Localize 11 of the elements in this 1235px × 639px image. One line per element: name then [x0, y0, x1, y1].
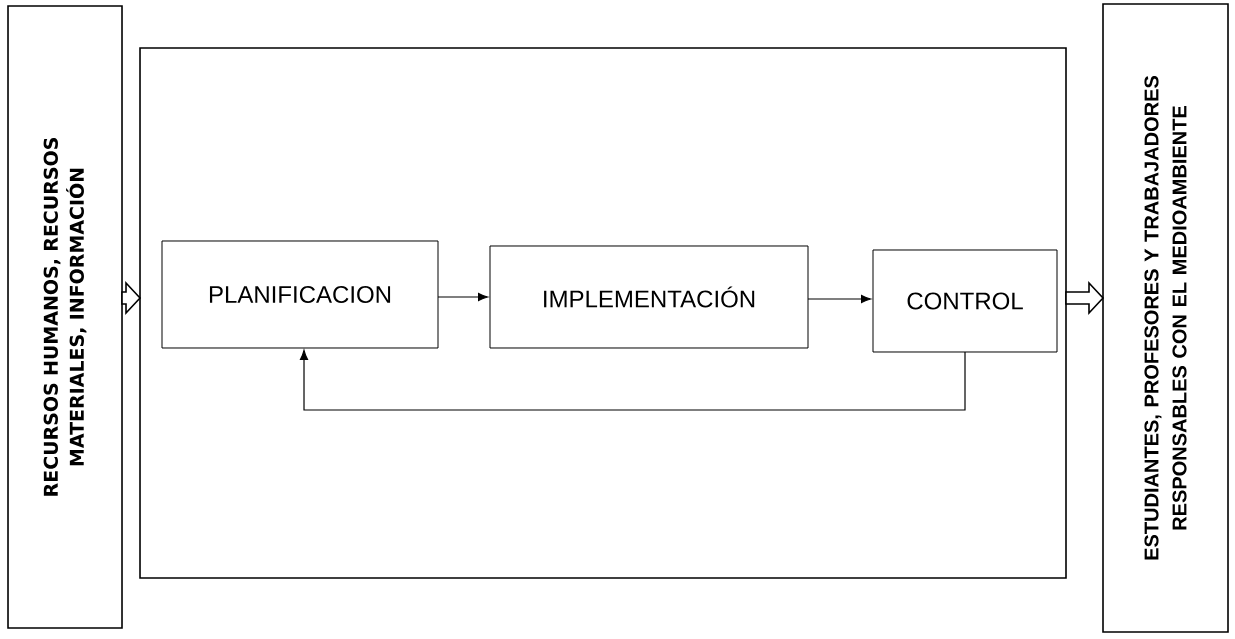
output-box: ESTUDIANTES, PROFESORES Y TRABAJADORES RESPONSABLES CON EL MEDIOAMBIENTE: [1102, 3, 1229, 633]
input-box: RECURSOS HUMANOS, RECURSOS MATERIALES, INFORMACIÓN: [7, 5, 123, 629]
arrow: [807, 294, 872, 304]
system-box: [139, 47, 1067, 579]
hollow-arrow: [1065, 280, 1105, 316]
process-box: CONTROL: [872, 249, 1058, 353]
hollow-arrow: [121, 280, 142, 316]
arrow: [437, 292, 489, 302]
arrow: [299, 349, 966, 411]
process-box: PLANIFICACION: [161, 240, 439, 349]
process-box: IMPLEMENTACIÓN: [489, 245, 809, 349]
